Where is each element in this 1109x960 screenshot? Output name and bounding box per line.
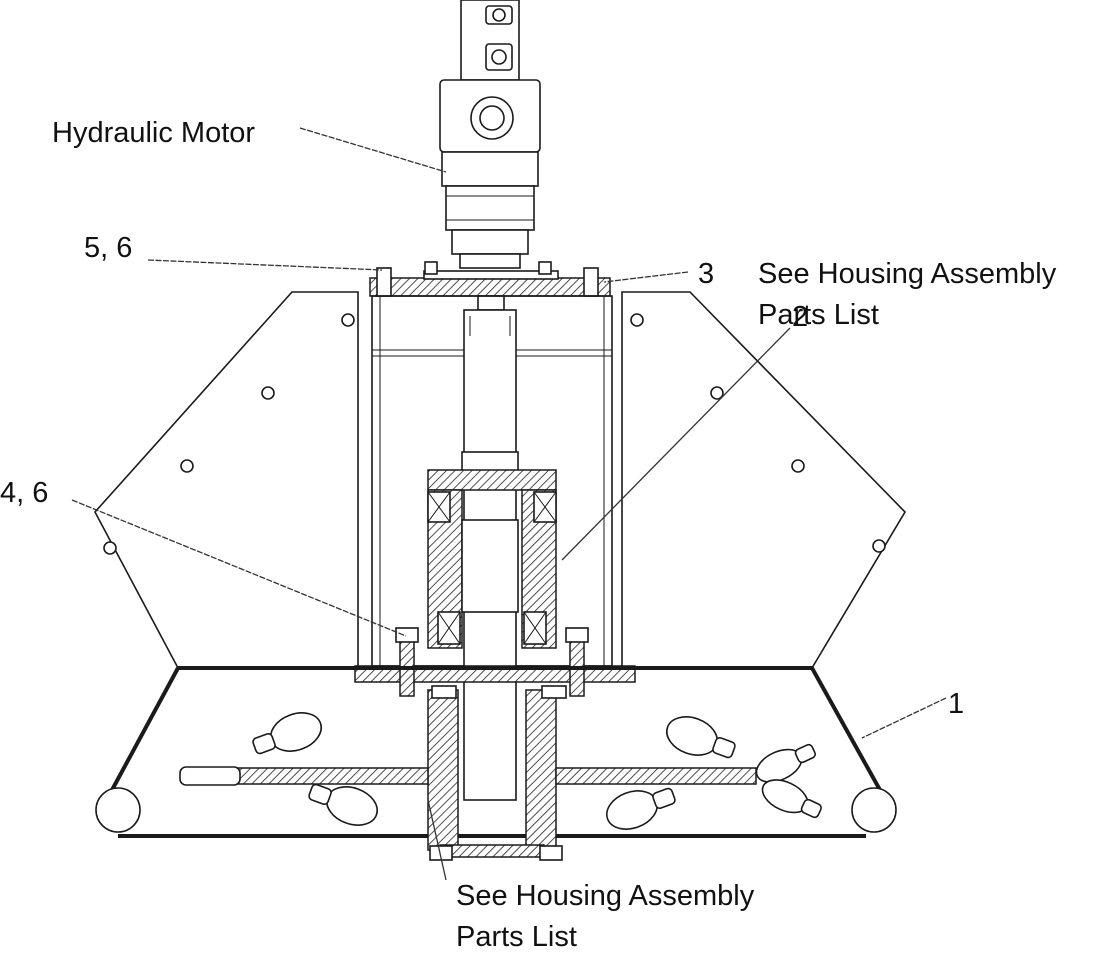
housing-ref-top-line2: Parts List [758, 299, 879, 331]
frame-side-plates [94, 291, 907, 669]
housing-ref-top-line1: See Housing Assembly [758, 258, 1057, 290]
item-1-label: 1 [948, 688, 964, 720]
hydraulic-motor [439, 0, 541, 269]
item-4-6-label: 4, 6 [0, 477, 48, 509]
item-5-6-label: 5, 6 [84, 232, 132, 264]
item-2-label: 2 [792, 301, 808, 333]
bearing-housing [427, 469, 557, 649]
housing-ref-bottom-line1: See Housing Assembly [456, 880, 755, 912]
cutter-housing [95, 666, 897, 838]
hydraulic-motor-label: Hydraulic Motor [52, 117, 255, 149]
housing-ref-bottom-line2: Parts List [456, 921, 577, 953]
leader-lines [71, 127, 947, 881]
mounting-plate [369, 261, 611, 311]
cutter-teeth [179, 712, 822, 830]
cutter-arm [209, 685, 757, 861]
item-3-label: 3 [698, 258, 714, 290]
